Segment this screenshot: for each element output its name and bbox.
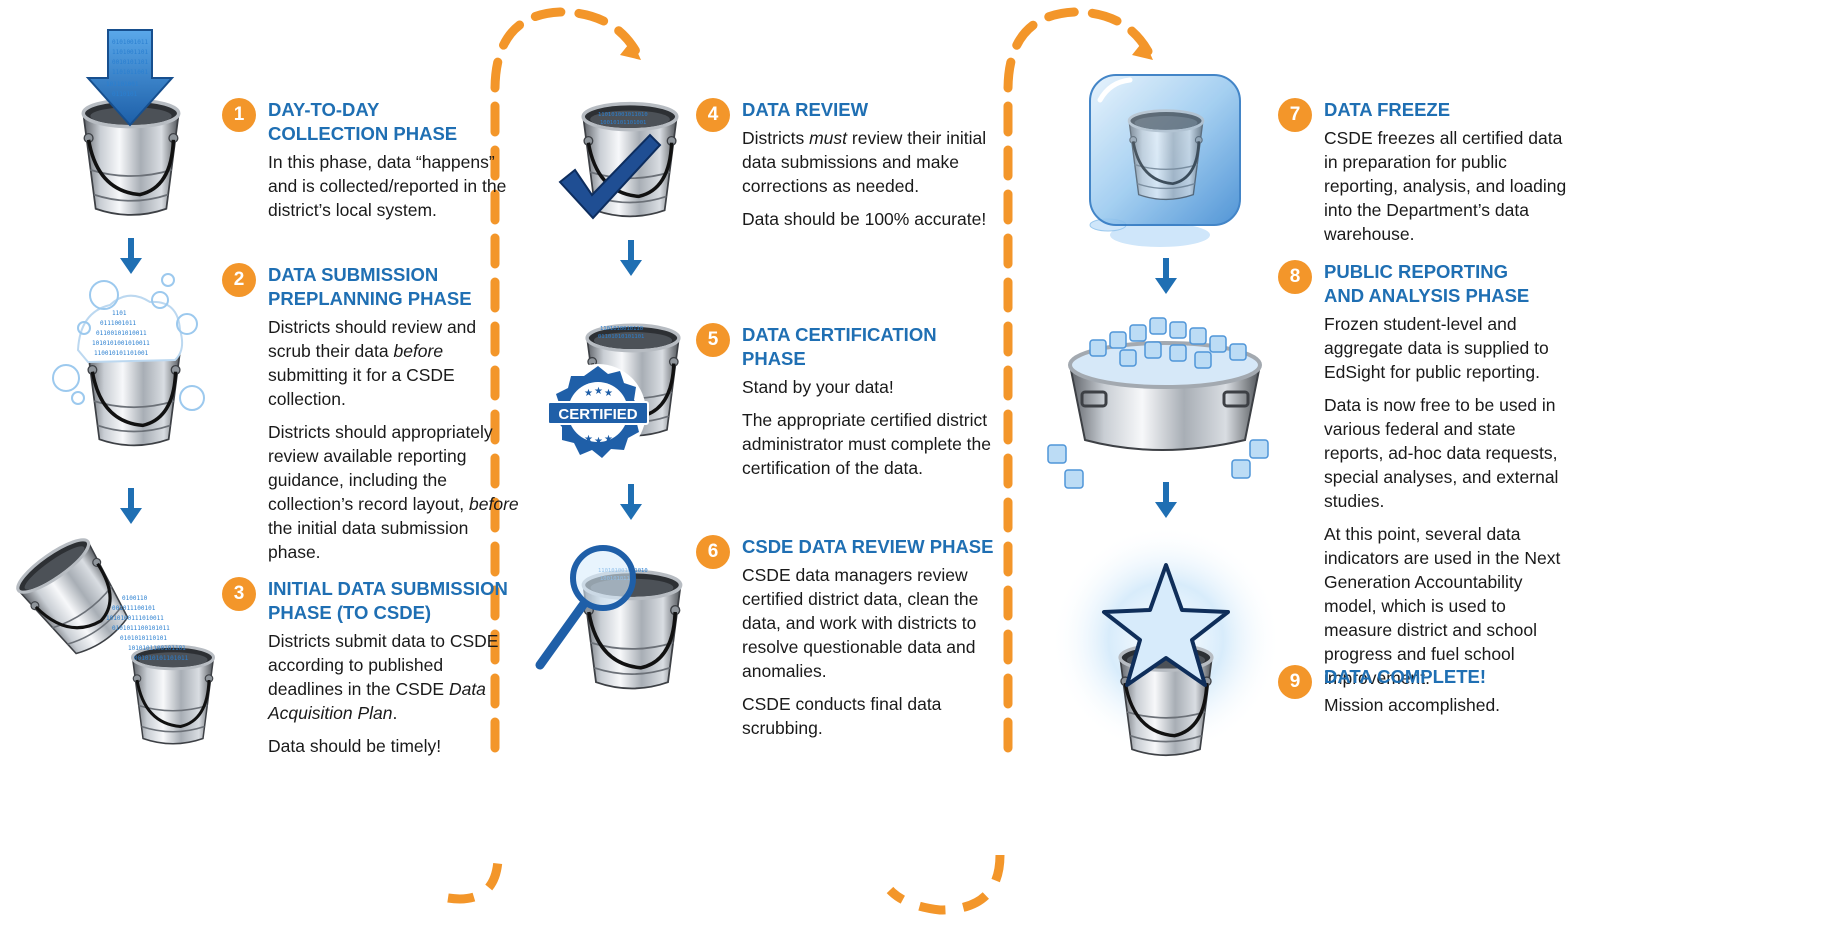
step-8: 8 PUBLIC REPORTING AND ANALYSIS PHASE Fr…	[1278, 260, 1578, 690]
step-number: 7	[1278, 98, 1312, 132]
svg-text:★: ★	[594, 386, 603, 397]
step-1: 1 DAY-TO-DAY COLLECTION PHASE In this ph…	[222, 98, 522, 222]
step-text: Districts should review and scrub their …	[268, 317, 477, 409]
svg-text:1010100111010011: 1010100111010011	[106, 615, 164, 622]
svg-text:110010101101001: 110010101101001	[94, 350, 149, 357]
step-4: 4 DATA REVIEW Districts must review thei…	[696, 98, 996, 231]
certified-badge-text: CERTIFIED	[558, 406, 637, 423]
step-6: 6 CSDE DATA REVIEW PHASE CSDE data manag…	[696, 535, 996, 740]
svg-text:101101001: 101101001	[106, 81, 139, 88]
step-title: DATA SUBMISSION PREPLANNING PHASE	[268, 264, 472, 309]
svg-text:1101010010110: 1101010010110	[600, 326, 643, 332]
step-text: CSDE conducts final data scrubbing.	[742, 694, 942, 738]
svg-text:110101001011010: 110101001011010	[598, 112, 648, 118]
step-text: Districts should appropriately review av…	[268, 422, 519, 562]
svg-text:0100110: 0100110	[122, 595, 148, 602]
step-text: Data should be timely!	[268, 736, 442, 756]
svg-text:0010101101: 0010101101	[112, 59, 149, 66]
svg-text:★: ★	[584, 388, 593, 399]
svg-text:★: ★	[604, 388, 613, 399]
step-text: Frozen student-level and aggregate data …	[1324, 314, 1549, 382]
svg-text:1101: 1101	[112, 310, 127, 317]
step-number: 3	[222, 577, 256, 611]
step-text: The appropriate certified district admin…	[742, 410, 991, 478]
step-title: DAY-TO-DAY COLLECTION PHASE	[268, 99, 458, 144]
step-title: INITIAL DATA SUBMISSION PHASE (TO CSDE)	[268, 578, 508, 623]
svg-text:★: ★	[584, 434, 593, 445]
step-text: CSDE data managers review certified dist…	[742, 565, 979, 681]
step-number: 4	[696, 98, 730, 132]
svg-text:01100101010011: 01100101010011	[96, 330, 147, 337]
step-title: DATA COMPLETE!	[1324, 666, 1487, 687]
step-title: PUBLIC REPORTING AND ANALYSIS PHASE	[1324, 261, 1530, 306]
svg-text:0101011100101011: 0101011100101011	[112, 625, 170, 632]
step-title: DATA REVIEW	[742, 99, 869, 120]
step-text: Data should be 100% accurate!	[742, 209, 987, 229]
step-text: Mission accomplished.	[1324, 695, 1501, 715]
svg-text:0101010110101: 0101010110101	[120, 635, 167, 642]
svg-text:10010101101001: 10010101101001	[600, 120, 646, 126]
svg-text:01101010101101: 01101010101101	[598, 334, 644, 340]
step-number: 9	[1278, 665, 1312, 699]
step-title: DATA FREEZE	[1324, 99, 1451, 120]
svg-text:★: ★	[594, 436, 603, 447]
svg-text:001011100101: 001011100101	[112, 605, 156, 612]
step-number: 1	[222, 98, 256, 132]
step-text: At this point, several data indicators a…	[1324, 524, 1561, 688]
step-text: Stand by your data!	[742, 377, 894, 397]
svg-text:1010101100101101: 1010101100101101	[128, 645, 186, 652]
step-text: Data is now free to be used in various f…	[1324, 395, 1559, 511]
svg-text:001010101101011: 001010101101011	[134, 655, 189, 662]
svg-text:★: ★	[604, 434, 613, 445]
step-title: CSDE DATA REVIEW PHASE	[742, 536, 994, 557]
step-title: DATA CERTIFICATION PHASE	[742, 324, 937, 369]
step-9: 9 DATA COMPLETE! Mission accomplished.	[1278, 665, 1578, 717]
step-7: 7 DATA FREEZE CSDE freezes all certified…	[1278, 98, 1578, 246]
step-2: 2 DATA SUBMISSION PREPLANNING PHASE Dist…	[222, 263, 522, 564]
svg-text:0111001011: 0111001011	[100, 320, 137, 327]
svg-text:1101011001: 1101011001	[112, 69, 149, 76]
step-number: 2	[222, 263, 256, 297]
step-5: 5 DATA CERTIFICATION PHASE Stand by your…	[696, 323, 996, 480]
svg-text:0110101: 0110101	[112, 91, 138, 98]
step-text: CSDE freezes all certified data in prepa…	[1324, 128, 1567, 244]
step-text: Districts submit data to CSDE according …	[268, 631, 499, 723]
step-number: 5	[696, 323, 730, 357]
step-text: Districts must review their initial data…	[742, 128, 987, 196]
svg-text:1010101001010011: 1010101001010011	[92, 340, 150, 347]
step-number: 6	[696, 535, 730, 569]
svg-text:1101001101: 1101001101	[112, 49, 149, 56]
svg-text:0101001011: 0101001011	[112, 39, 149, 46]
step-number: 8	[1278, 260, 1312, 294]
step-3: 3 INITIAL DATA SUBMISSION PHASE (TO CSDE…	[222, 577, 522, 758]
step-text: In this phase, data “happens” and is col…	[268, 152, 507, 220]
